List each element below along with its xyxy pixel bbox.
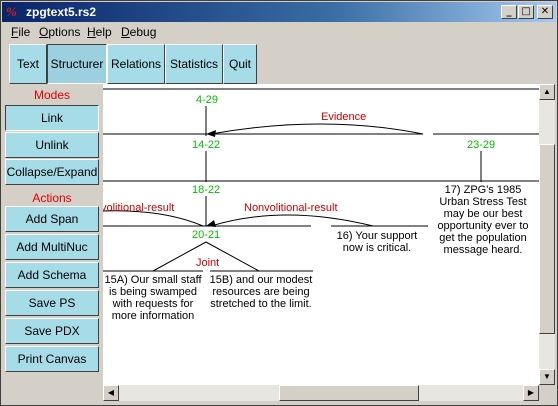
add-span-button[interactable]: Add Span (5, 206, 99, 232)
evidence-arrowhead (206, 130, 216, 137)
actions-heading: Actions (32, 191, 72, 205)
menu-help[interactable]: Help (87, 25, 112, 39)
minimize-button[interactable]: _ (501, 5, 517, 19)
node-15a[interactable]: 15A) Our small staff is being swamped wi… (104, 274, 202, 322)
relation-nonvolitional-result[interactable]: Nonvolitional-result (244, 202, 338, 214)
evidence-arc (210, 123, 424, 135)
span-label-20-21[interactable]: 20-21 (192, 229, 221, 241)
joint-line-left (152, 241, 207, 272)
close-button[interactable]: ✕ (537, 5, 553, 19)
scroll-up-arrow-icon[interactable]: ▲ (539, 84, 555, 100)
node-17[interactable]: 17) ZPG's 1985 Urban Stress Test may be … (437, 184, 529, 256)
scroll-down-arrow-icon[interactable]: ▼ (539, 369, 555, 385)
save-ps-button[interactable]: Save PS (5, 290, 99, 316)
node-16[interactable]: 16) Your support now is critical. (336, 230, 418, 254)
print-canvas-button[interactable]: Print Canvas (5, 346, 99, 372)
title-bar[interactable]: % zpgtext5.rs2 _ □ ✕ (2, 2, 556, 22)
window-title: zpgtext5.rs2 (26, 5, 97, 19)
arrowhead-to-20-21 (206, 220, 216, 227)
mode-link-button[interactable]: Link (5, 105, 99, 131)
rst-diagram (103, 88, 539, 272)
relation-joint[interactable]: Joint (196, 257, 220, 269)
add-schema-button[interactable]: Add Schema (5, 262, 99, 288)
horizontal-scrollbar[interactable]: ◀ ▶ (103, 385, 539, 401)
menu-bar: File Options Help Debug (2, 23, 556, 41)
scroll-right-arrow-icon[interactable]: ▶ (523, 385, 539, 401)
menu-options[interactable]: Options (39, 25, 81, 39)
node-15b[interactable]: 15B) and our modest resources are being … (209, 274, 313, 310)
tab-relations[interactable]: Relations (107, 44, 165, 84)
maximize-button[interactable]: □ (518, 5, 534, 19)
tab-quit[interactable]: Quit (223, 44, 257, 84)
menu-debug[interactable]: Debug (121, 25, 157, 39)
joint-line-right (205, 241, 260, 272)
span-label-14-22[interactable]: 14-22 (192, 139, 221, 151)
scroll-corner (539, 385, 555, 401)
add-multinuc-button[interactable]: Add MultiNuc (5, 234, 99, 260)
structure-canvas[interactable]: 4-29 14-22 23-29 18-22 20-21 Evidence vo… (103, 84, 539, 385)
vertical-scroll-thumb[interactable] (539, 144, 555, 334)
modes-heading: Modes (33, 88, 71, 102)
tab-text[interactable]: Text (9, 44, 47, 84)
menu-file[interactable]: File (11, 25, 31, 39)
span-label-4-29[interactable]: 4-29 (196, 94, 219, 106)
span-label-18-22[interactable]: 18-22 (192, 184, 221, 196)
app-icon: % (6, 4, 17, 19)
relation-evidence[interactable]: Evidence (321, 111, 367, 123)
span-label-23-29[interactable]: 23-29 (467, 139, 496, 151)
mode-unlink-button[interactable]: Unlink (5, 132, 99, 158)
tab-statistics[interactable]: Statistics (165, 44, 223, 84)
save-pdx-button[interactable]: Save PDX (5, 318, 99, 344)
nonvolitional-result-arc (210, 214, 374, 227)
scroll-left-arrow-icon[interactable]: ◀ (103, 385, 119, 401)
horizontal-scroll-thumb[interactable] (279, 385, 419, 401)
vertical-scrollbar[interactable]: ▲ ▼ (539, 84, 555, 385)
mode-collapse-expand-button[interactable]: Collapse/Expand (5, 159, 99, 185)
tab-structurer[interactable]: Structurer (47, 44, 107, 84)
volitional-result-arc (103, 210, 204, 227)
relation-volitional-result[interactable]: volitional-result (103, 202, 175, 214)
